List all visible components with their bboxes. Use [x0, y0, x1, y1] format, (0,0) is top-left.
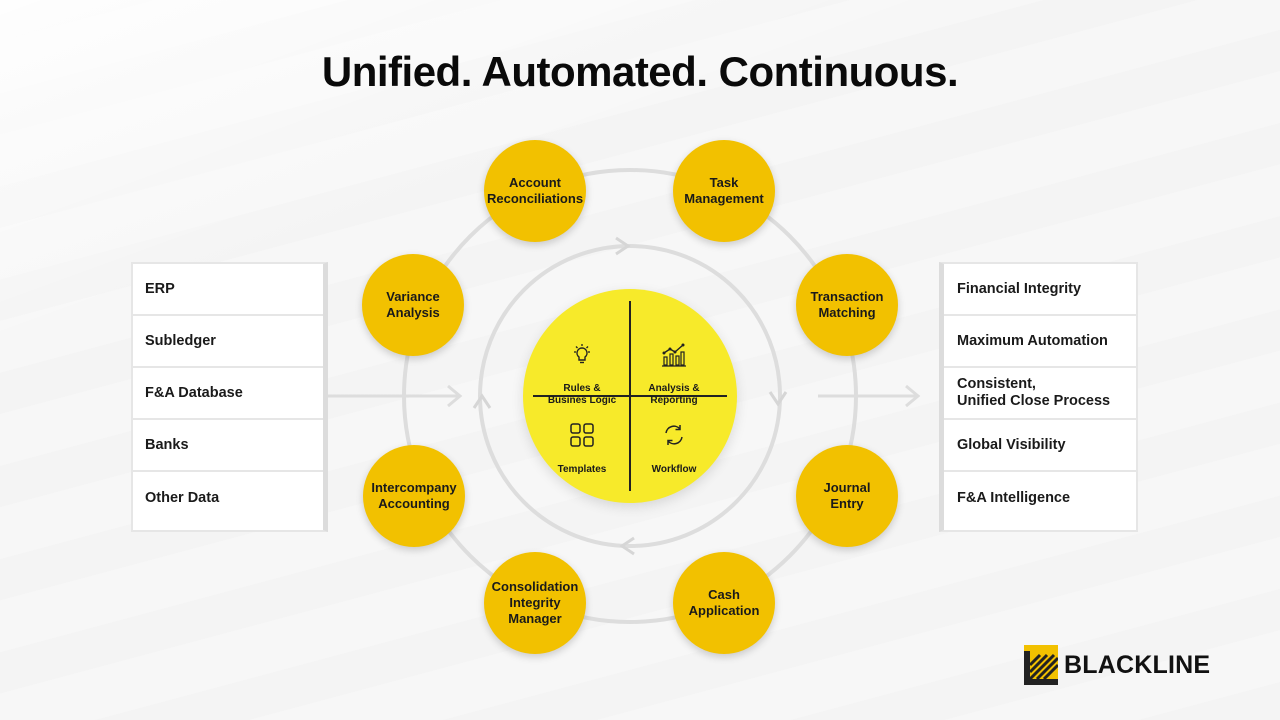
source-row: ERP	[133, 264, 323, 316]
page-title: Unified. Automated. Continuous.	[321, 48, 959, 95]
inner-arrow-bottom	[619, 536, 635, 556]
node-cash-application: Cash Application	[673, 552, 775, 654]
source-row: Banks	[133, 420, 323, 472]
brand-name: BLACKLINE	[1064, 650, 1211, 679]
core-rules-label: Rules & Busines Logic	[547, 383, 617, 406]
data-sources-panel: ERP Subledger F&A Database Banks Other D…	[131, 262, 328, 532]
platform-core: Rules & Busines Logic Analysis & Reporti…	[523, 289, 737, 503]
node-consolidation-integrity-manager: Consolidation Integrity Manager	[484, 552, 586, 654]
node-intercompany-accounting: Intercompany Accounting	[363, 445, 465, 547]
outcome-row: Consistent, Unified Close Process	[944, 368, 1136, 420]
source-label: Other Data	[145, 489, 220, 506]
outcome-label: F&A Intelligence	[957, 489, 1071, 506]
core-workflow-label: Workflow	[651, 464, 697, 475]
outcome-row: Maximum Automation	[944, 316, 1136, 368]
core-workflow: Workflow	[624, 410, 724, 476]
source-row: Subledger	[133, 316, 323, 368]
outcome-label: Financial Integrity	[957, 280, 1082, 297]
source-row: F&A Database	[133, 368, 323, 420]
source-label: Banks	[145, 436, 189, 453]
inner-arrow-right	[768, 391, 788, 407]
source-row: Other Data	[133, 472, 323, 524]
core-templates: Templates	[532, 410, 632, 476]
bar-chart-icon	[662, 343, 686, 367]
inner-arrow-top	[615, 236, 631, 256]
outcome-label: Maximum Automation	[957, 332, 1108, 349]
source-label: Subledger	[145, 332, 216, 349]
core-templates-label: Templates	[557, 464, 607, 475]
outcome-row: Global Visibility	[944, 420, 1136, 472]
core-rules: Rules & Busines Logic	[532, 331, 632, 407]
refresh-icon	[665, 425, 683, 445]
inner-arrow-left	[472, 393, 492, 409]
core-analysis: Analysis & Reporting	[624, 331, 724, 407]
outcomes-panel: Financial Integrity Maximum Automation C…	[939, 262, 1138, 532]
grid-icon	[570, 423, 594, 447]
outcome-row: F&A Intelligence	[944, 472, 1136, 524]
brand-logo: BLACKLINE	[1024, 645, 1210, 685]
outcome-label: Consistent, Unified Close Process	[957, 376, 1111, 409]
input-arrow-head	[447, 384, 463, 408]
core-divider-horizontal	[533, 395, 727, 397]
node-variance-analysis: Variance Analysis	[362, 254, 464, 356]
node-task-management: Task Management	[673, 140, 775, 242]
node-journal-entry: Journal Entry	[796, 445, 898, 547]
node-account-reconciliations: Account Reconciliations	[484, 140, 586, 242]
lightbulb-icon	[574, 344, 590, 364]
node-transaction-matching: Transaction Matching	[796, 254, 898, 356]
source-label: ERP	[145, 280, 175, 297]
source-label: F&A Database	[145, 384, 243, 401]
outcome-label: Global Visibility	[957, 436, 1066, 453]
outcome-row: Financial Integrity	[944, 264, 1136, 316]
blackline-logo-icon	[1024, 645, 1058, 685]
core-analysis-label: Analysis & Reporting	[648, 383, 700, 406]
output-arrow-head	[905, 384, 921, 408]
